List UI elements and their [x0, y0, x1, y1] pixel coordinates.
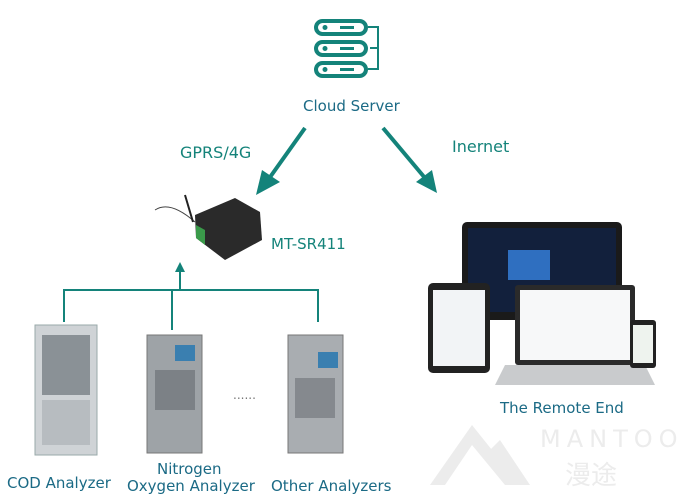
internet-link-label: Inernet [452, 137, 510, 156]
analyzer-bus [63, 270, 319, 330]
nitrogen-label-line1: Nitrogen [157, 460, 222, 478]
gateway-device [154, 194, 262, 260]
arrow-to-remote [381, 126, 437, 193]
cod-analyzer-label: COD Analyzer [7, 474, 111, 492]
ellipsis: ...... [233, 388, 256, 402]
nitrogen-label-line2: Oxygen Analyzer [127, 477, 255, 495]
nitrogen-analyzer-image [146, 334, 203, 454]
watermark-text: MANTOO [540, 425, 684, 453]
remote-end-label: The Remote End [500, 399, 624, 417]
server-icon [314, 19, 379, 78]
cod-analyzer-image [34, 324, 98, 456]
gateway-label: MT-SR411 [271, 235, 346, 253]
other-analyzers-label: Other Analyzers [271, 477, 392, 495]
watermark-cjk: 漫途 [565, 461, 618, 491]
other-analyzer-image [287, 334, 344, 454]
remote-devices-image [428, 222, 656, 385]
arrow-to-gateway [256, 126, 307, 195]
watermark-logo [430, 425, 530, 485]
cloud-server-label: Cloud Server [303, 97, 400, 115]
gprs-link-label: GPRS/4G [180, 143, 252, 162]
